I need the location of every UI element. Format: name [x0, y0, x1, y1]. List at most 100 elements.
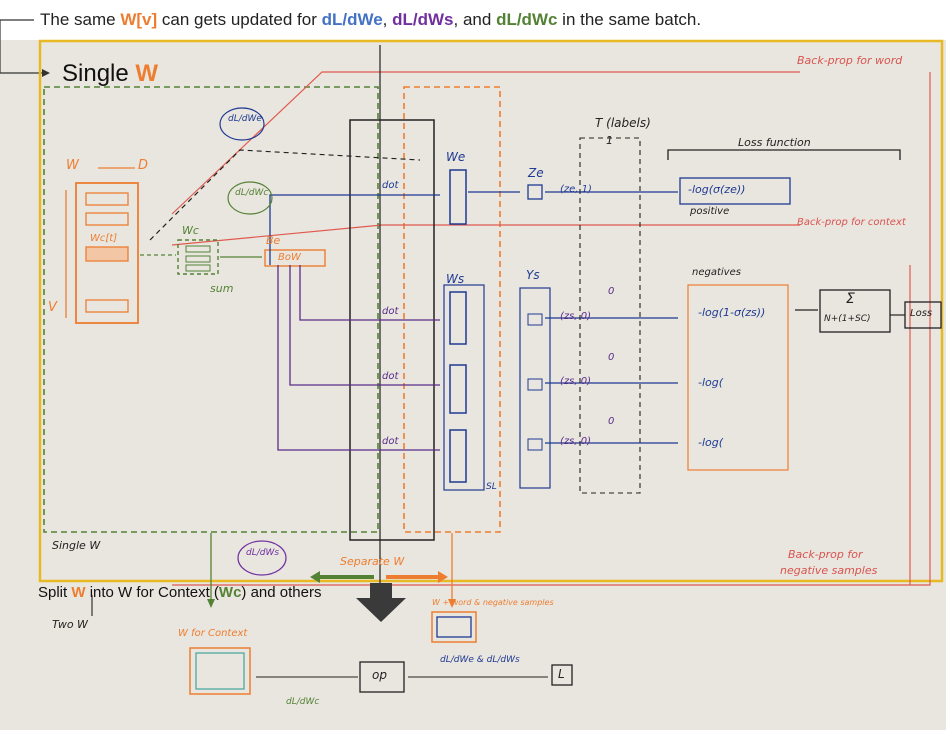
top-caption: The same W[v] can gets updated for dL/dW… — [40, 10, 701, 30]
bottom-loss-box — [551, 664, 573, 686]
dot-line-s2 — [289, 265, 440, 386]
caption-wv: W[v] — [120, 10, 158, 29]
single-w-w: W — [135, 60, 159, 87]
term-neg-3: -log( — [698, 436, 724, 449]
op-label: op — [372, 668, 387, 682]
term-neg-1: -log(1-σ(zs)) — [698, 306, 766, 319]
ws-label: Ws — [446, 272, 465, 286]
v-label: V — [48, 300, 57, 315]
split-w: W — [71, 584, 86, 601]
w-word-inner — [436, 616, 472, 638]
bottom-dlwc: dL/dWc — [286, 697, 320, 707]
separate-arrow-green-head — [310, 571, 320, 583]
labels-column — [579, 137, 641, 494]
label-labels-one: 1 — [606, 134, 613, 147]
separate-arrow-orange-head — [438, 571, 448, 583]
label-labels: T (labels) — [595, 116, 651, 130]
label-loss-function: Loss function — [738, 136, 811, 149]
wc-row-1 — [185, 245, 211, 253]
loss-box — [904, 301, 942, 329]
dot-line-s3 — [277, 265, 440, 451]
sum-label: sum — [210, 282, 234, 295]
ws-vector-1 — [449, 291, 467, 345]
caption-dlwe: dL/dWe — [321, 10, 383, 29]
grad-we-circle — [219, 107, 265, 141]
context-region — [43, 86, 379, 533]
backprop-context-loop — [171, 224, 800, 246]
ws-vector-2 — [449, 364, 467, 414]
sum-symbol: Σ — [846, 291, 855, 307]
caption-mid: can gets updated for — [157, 10, 322, 29]
op-box — [359, 661, 405, 693]
loss-label: Loss — [910, 308, 933, 319]
pair-s2: (zs, 0) — [560, 376, 591, 387]
wc-row-2 — [185, 255, 211, 263]
ys-cell-1 — [527, 313, 543, 326]
bottom-loss: L — [558, 667, 565, 681]
w-row-2 — [85, 212, 129, 226]
label-backprop-word: Back-prop for word — [797, 54, 903, 67]
bow-box — [264, 249, 326, 267]
pair-s1: (zs, 0) — [560, 311, 591, 322]
label-positive: positive — [690, 206, 730, 217]
batch-column — [349, 119, 435, 541]
grad-dlwe: dL/dWe — [228, 114, 262, 124]
ws-group — [443, 284, 485, 491]
split-wc: Wc — [218, 584, 242, 601]
dot-s3: dot — [382, 436, 399, 447]
caption-dlwc: dL/dWc — [496, 10, 558, 29]
dot-s1: dot — [382, 306, 399, 317]
single-w-border — [38, 39, 944, 583]
neg-terms-box — [687, 284, 789, 471]
dot-line-e — [269, 194, 440, 265]
split-caption: Split W into W for Context (Wc) and othe… — [38, 584, 321, 601]
backprop-word-loop — [171, 71, 800, 215]
caption-sep2: , and — [453, 10, 497, 29]
wc-box — [177, 239, 219, 275]
ys-label: Ys — [526, 268, 540, 282]
label-negatives: negatives — [692, 267, 741, 278]
caption-sep1: , — [382, 10, 393, 29]
word-down-head — [448, 599, 456, 608]
label-backprop-neg-2: negative samples — [780, 564, 878, 577]
big-down-arrow — [356, 583, 406, 622]
sl-label: SL — [486, 482, 497, 492]
backprop-neg-loop — [172, 72, 931, 586]
ys-column — [519, 287, 551, 489]
grad-dlws: dL/dWs — [246, 548, 280, 558]
separate-w: Separate W — [340, 555, 405, 568]
w-for-context: W for Context — [178, 628, 248, 639]
term-positive: -log(σ(ze)) — [688, 183, 746, 196]
bow-label: BoW — [278, 252, 301, 263]
w-row-last — [85, 299, 129, 313]
w-word-neg: W + word & negative samples — [432, 598, 554, 607]
zero-1: 0 — [608, 286, 615, 297]
single-w-small: Single W — [52, 539, 101, 552]
split-mid: into W for Context ( — [85, 584, 219, 601]
label-backprop-context: Back-prop for context — [797, 217, 906, 228]
pos-term-box — [679, 177, 791, 205]
ys-cell-3 — [527, 438, 543, 451]
caption-arrow-head — [42, 69, 50, 77]
w-matrix — [75, 182, 139, 324]
loss-bracket — [667, 149, 901, 160]
caption-suffix: in the same batch. — [557, 10, 702, 29]
sum-denom: N+(1+SC) — [824, 314, 871, 324]
w-row-target — [85, 246, 129, 262]
w-label: W — [66, 158, 79, 173]
d-label: D — [138, 158, 149, 173]
split-prefix: Split — [38, 584, 72, 601]
grad-ws-circle — [237, 540, 287, 576]
wct-label: Wc[t] — [90, 233, 118, 244]
caption-dlws: dL/dWs — [392, 10, 454, 29]
wc-row-3 — [185, 264, 211, 272]
pair-s3: (zs, 0) — [560, 436, 591, 447]
grad-pair: dL/dWe & dL/dWs — [440, 655, 520, 665]
grad-dlwc: dL/dWc — [235, 188, 269, 198]
w-word-box — [431, 611, 477, 643]
dot-e: dot — [382, 180, 399, 191]
w-to-we-dashed — [149, 149, 421, 241]
caption-bracket — [0, 19, 42, 74]
sum-box — [819, 289, 891, 333]
